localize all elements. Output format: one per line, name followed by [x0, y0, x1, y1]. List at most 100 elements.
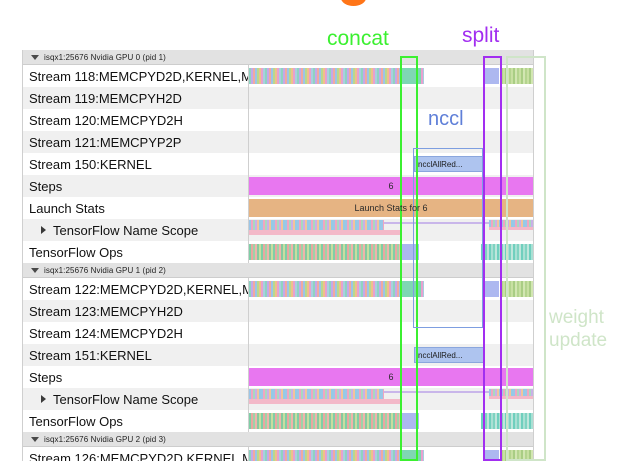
timeline-row-label[interactable]: Stream 122:MEMCPYD2D,KERNEL,MI — [23, 278, 249, 300]
ops-block[interactable] — [401, 244, 419, 260]
event-block[interactable] — [484, 68, 499, 84]
event-block[interactable] — [401, 68, 421, 84]
timeline-row-label-text: Stream 151:KERNEL — [29, 347, 152, 363]
ops-cluster[interactable] — [249, 244, 401, 260]
event-block[interactable] — [401, 450, 421, 461]
weight-update-line-2: update — [549, 330, 608, 351]
event-block[interactable] — [484, 450, 499, 461]
event-cluster[interactable] — [501, 450, 533, 461]
row-track — [249, 410, 533, 432]
name-scope-sub[interactable] — [489, 227, 533, 230]
timeline-row-label-text: Stream 121:MEMCPYP2P — [29, 134, 182, 150]
timeline-row-label-text: Steps — [29, 178, 63, 194]
timeline-row-label[interactable]: TensorFlow Name Scope — [23, 219, 249, 241]
event-cluster[interactable] — [501, 281, 533, 297]
timeline-row: TensorFlow Name Scope — [23, 388, 533, 410]
timeline-row: Stream 122:MEMCPYD2D,KERNEL,MI — [23, 278, 533, 300]
timeline-row-label-text: TensorFlow Name Scope — [53, 222, 199, 238]
row-track: 6 — [249, 175, 533, 197]
row-track — [249, 219, 533, 241]
launch-stats-bar[interactable] — [249, 199, 533, 217]
nccl-annotation-label: nccl — [428, 108, 464, 130]
row-track — [249, 278, 533, 300]
timeline-row-label-text: Launch Stats — [29, 200, 105, 216]
row-track — [249, 65, 533, 87]
ops-cluster[interactable] — [481, 413, 533, 429]
name-scope-cluster[interactable] — [489, 389, 533, 396]
timeline-row-label[interactable]: Stream 124:MEMCPYD2H — [23, 322, 249, 344]
nccl-allreduce-event[interactable]: ncclAllRed... — [414, 347, 484, 363]
name-scope-cluster[interactable] — [249, 220, 384, 230]
group-header-label: isqx1:25676 Nvidia GPU 0 (pid 1) — [44, 52, 166, 62]
row-track — [249, 322, 533, 344]
timeline-row-label[interactable]: TensorFlow Ops — [23, 410, 249, 432]
timeline-row-label-text: Stream 124:MEMCPYD2H — [29, 325, 183, 341]
ops-cluster[interactable] — [481, 244, 533, 260]
row-track: ncclAllRed... — [249, 344, 533, 366]
steps-bar[interactable] — [249, 368, 533, 386]
timeline-row-label[interactable]: Stream 123:MEMCPYH2D — [23, 300, 249, 322]
timeline-row-label-text: TensorFlow Ops — [29, 244, 123, 260]
timeline-row-label[interactable]: Launch Stats — [23, 197, 249, 219]
row-track — [249, 241, 533, 263]
expand-triangle-icon[interactable] — [41, 226, 46, 234]
steps-bar[interactable] — [249, 177, 533, 195]
timeline-row-label-text: Stream 122:MEMCPYD2D,KERNEL,MI — [29, 281, 249, 297]
timeline-row-label[interactable]: Stream 119:MEMCPYH2D — [23, 87, 249, 109]
weight-update-annotation-label: weight update — [549, 306, 607, 352]
timeline-row: Stream 126:MEMCPYD2D,KERNEL,MI — [23, 447, 533, 461]
timeline-row-label[interactable]: Steps — [23, 366, 249, 388]
timeline-row-label-text: TensorFlow Name Scope — [53, 391, 199, 407]
timeline-row-label[interactable]: TensorFlow Name Scope — [23, 388, 249, 410]
event-cluster[interactable] — [249, 68, 424, 84]
split-annotation-label: split — [462, 24, 500, 47]
timeline-row-label[interactable]: Stream 120:MEMCPYD2H — [23, 109, 249, 131]
event-cluster[interactable] — [249, 450, 424, 461]
ops-block[interactable] — [401, 413, 419, 429]
row-track — [249, 388, 533, 410]
group-header-label: isqx1:25676 Nvidia GPU 2 (pid 3) — [44, 434, 166, 444]
name-scope-cluster[interactable] — [489, 220, 533, 227]
timeline-row: Steps 6 — [23, 175, 533, 197]
event-cluster[interactable] — [501, 68, 533, 84]
group-header-label: isqx1:25676 Nvidia GPU 1 (pid 2) — [44, 265, 166, 275]
concat-annotation-label: concat — [327, 27, 389, 50]
timeline-row-label-text: Stream 150:KERNEL — [29, 156, 152, 172]
ops-cluster[interactable] — [249, 413, 401, 429]
collapse-triangle-icon[interactable] — [31, 54, 39, 60]
group-header-2[interactable]: isqx1:25676 Nvidia GPU 2 (pid 3) — [23, 432, 533, 447]
timeline-row-label[interactable]: Stream 126:MEMCPYD2D,KERNEL,MI — [23, 447, 249, 461]
name-scope-cluster[interactable] — [249, 389, 384, 399]
event-block[interactable] — [484, 281, 499, 297]
collapse-triangle-icon[interactable] — [31, 436, 39, 442]
collapse-triangle-icon[interactable] — [31, 267, 39, 273]
group-header-1[interactable]: isqx1:25676 Nvidia GPU 1 (pid 2) — [23, 263, 533, 278]
nccl-allreduce-event[interactable]: ncclAllRed... — [414, 156, 484, 172]
orange-marker-icon — [341, 0, 366, 6]
timeline-row: TensorFlow Name Scope — [23, 219, 533, 241]
timeline-row-label[interactable]: Stream 151:KERNEL — [23, 344, 249, 366]
name-scope-sub[interactable] — [489, 396, 533, 399]
timeline-row-label-text: Steps — [29, 369, 63, 385]
event-block[interactable] — [401, 281, 421, 297]
name-scope-sub[interactable] — [249, 230, 401, 235]
event-cluster[interactable] — [249, 281, 424, 297]
trace-timeline-panel[interactable]: isqx1:25676 Nvidia GPU 0 (pid 1) Stream 1… — [22, 50, 534, 461]
name-scope-sub[interactable] — [384, 391, 497, 393]
timeline-row-label[interactable]: TensorFlow Ops — [23, 241, 249, 263]
group-header-0[interactable]: isqx1:25676 Nvidia GPU 0 (pid 1) — [23, 50, 533, 65]
timeline-row-label-text: Stream 119:MEMCPYH2D — [29, 90, 182, 106]
row-track — [249, 300, 533, 322]
expand-triangle-icon[interactable] — [41, 395, 46, 403]
timeline-row-label[interactable]: Stream 150:KERNEL — [23, 153, 249, 175]
row-track: ncclAllRed... — [249, 153, 533, 175]
name-scope-sub[interactable] — [384, 222, 497, 224]
timeline-row-label[interactable]: Steps — [23, 175, 249, 197]
timeline-row-label[interactable]: Stream 118:MEMCPYD2D,KERNEL,ME — [23, 65, 249, 87]
timeline-row-label[interactable]: Stream 121:MEMCPYP2P — [23, 131, 249, 153]
timeline-row-label-text: TensorFlow Ops — [29, 413, 123, 429]
name-scope-sub[interactable] — [249, 399, 401, 404]
